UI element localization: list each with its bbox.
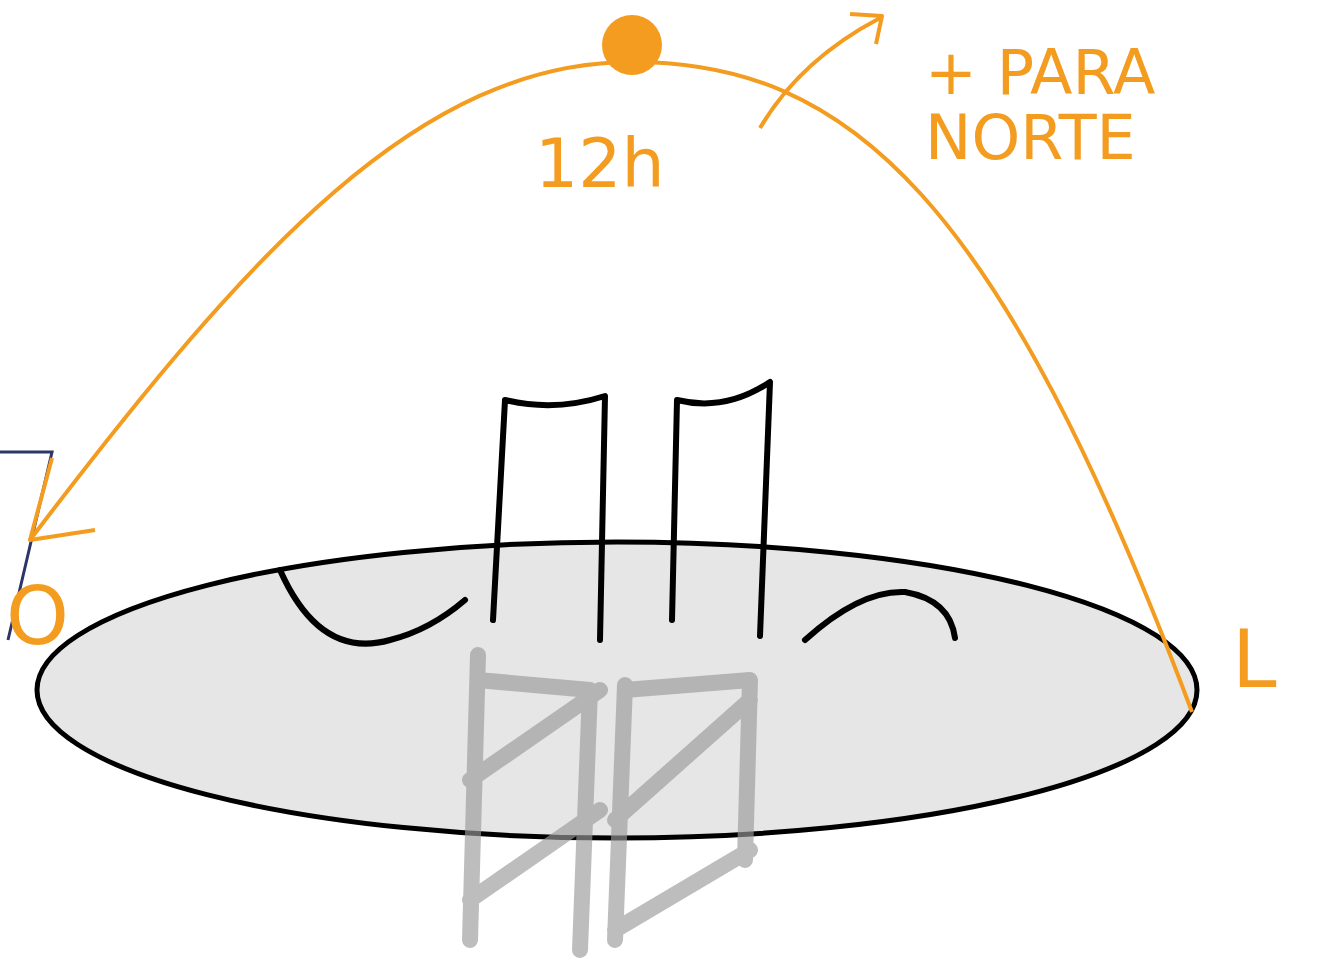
arrow-head — [850, 14, 882, 44]
sun — [602, 15, 662, 75]
time-label: 12h — [535, 128, 665, 199]
cardinal-label: L — [1232, 618, 1277, 702]
leader-arrow — [760, 18, 880, 128]
cardinal-label: O — [6, 575, 69, 659]
building-shadow — [470, 655, 750, 950]
direction-note: + PARA NORTE — [925, 40, 1265, 170]
arrow-head — [30, 458, 95, 540]
building — [280, 382, 955, 644]
